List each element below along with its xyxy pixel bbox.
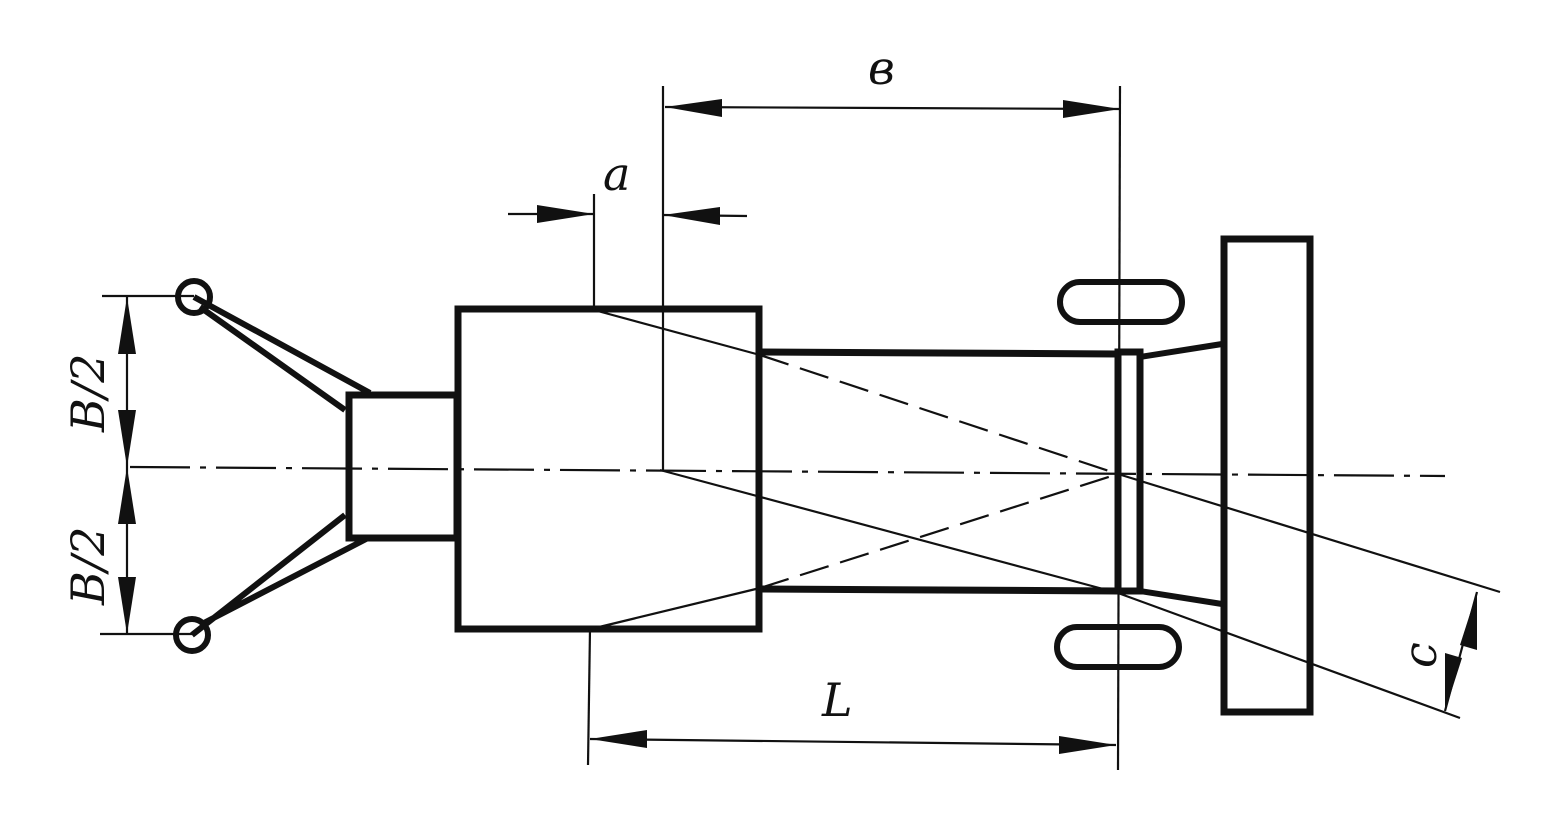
towing-hitch	[173, 278, 461, 654]
dimension-a	[508, 205, 748, 225]
label-a: a	[603, 147, 630, 201]
hitch-block	[345, 391, 461, 542]
label-half-width-top: B/2	[61, 353, 115, 433]
front-body	[454, 305, 763, 633]
upper-wheel	[1057, 279, 1185, 325]
label-L: L	[821, 673, 853, 727]
dimension-c	[1443, 591, 1479, 712]
middle-frame	[758, 341, 1223, 607]
dimension-b	[664, 99, 1121, 118]
lower-hitch-link	[190, 512, 370, 638]
dimension-half-width	[118, 297, 136, 634]
label-b: в	[868, 41, 895, 95]
label-half-width-bottom: B/2	[61, 526, 115, 606]
axle-plate	[1114, 348, 1144, 595]
rear-block	[1220, 235, 1314, 716]
extension-lines	[100, 85, 1122, 771]
upper-hitch-link	[192, 294, 372, 413]
dimension-L	[589, 730, 1117, 754]
longitudinal-centerline	[129, 465, 1446, 478]
label-c: c	[1393, 642, 1447, 668]
construction-lines	[593, 308, 1501, 720]
